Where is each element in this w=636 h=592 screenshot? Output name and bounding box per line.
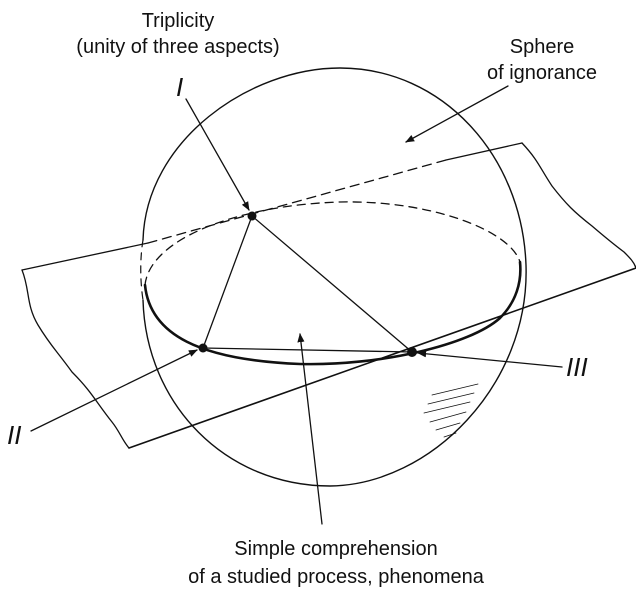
intersection-ellipse-back — [144, 201, 521, 286]
sphere-hidden-contour — [140, 239, 144, 301]
triplicity-sublabel: (unity of three aspects) — [76, 36, 279, 58]
point-III-marker — [407, 347, 417, 357]
intersection-ellipse-front — [143, 260, 522, 366]
arrow-to-comprehension — [297, 333, 323, 525]
point-III-label: III — [566, 352, 588, 382]
sphere-shading — [423, 383, 479, 438]
arrow-to-sphere — [405, 85, 509, 143]
plane-back-edge-left — [21, 242, 149, 271]
sphere-outline — [142, 67, 527, 487]
sphere-label: Sphere — [510, 36, 575, 58]
triangle-edge-I-II — [202, 215, 253, 349]
plane-back-edge-hidden — [147, 159, 447, 244]
point-II-marker — [198, 343, 208, 353]
plane-right-edge — [521, 142, 636, 269]
point-II-label: II — [7, 420, 21, 450]
sphere-sublabel: of ignorance — [487, 62, 597, 84]
arrow-to-point-I — [185, 98, 250, 211]
point-I-label: I — [176, 72, 183, 102]
plane-left-edge — [21, 269, 130, 449]
plane-back-edge-right — [445, 142, 523, 161]
comprehension-label: Simple comprehension — [234, 538, 437, 560]
comprehension-sublabel: of a studied process, phenomena — [188, 566, 485, 588]
arrow-to-point-II — [30, 349, 198, 432]
triangle-edge-I-III — [251, 215, 413, 353]
triplicity-label: Triplicity — [142, 10, 215, 32]
arrow-to-point-III — [417, 350, 563, 368]
point-I-marker — [247, 211, 257, 221]
triangle-edge-II-III — [202, 347, 413, 353]
